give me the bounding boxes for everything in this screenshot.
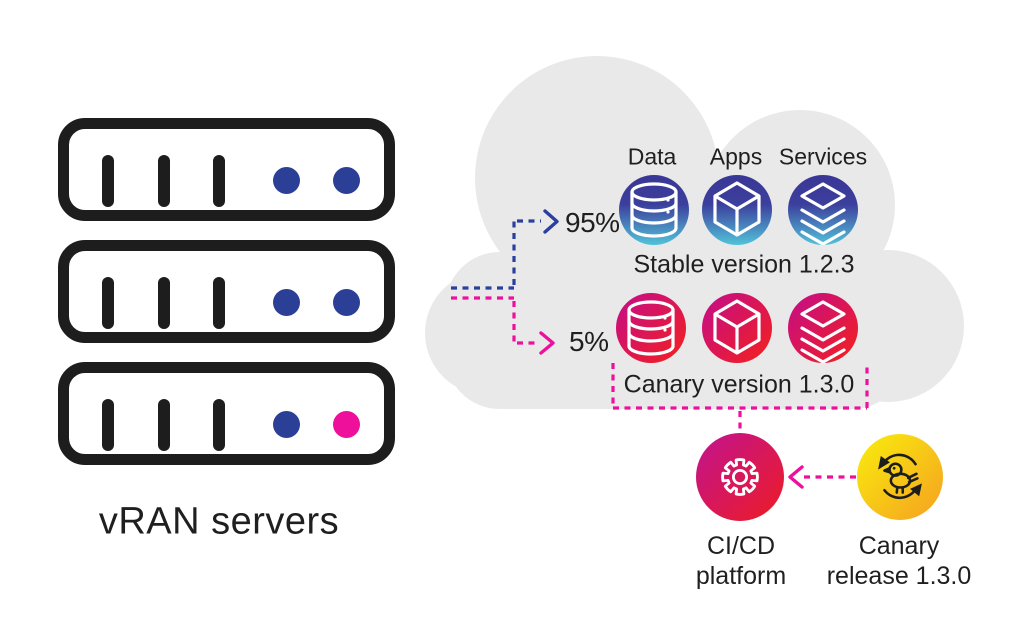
stable-traffic-share: 95% [565,207,620,238]
cube-icon [702,293,772,363]
gear-icon [711,448,769,506]
canary-service-circle [788,293,858,363]
canary-release-label: Canary release 1.3.0 [826,532,972,590]
server-slot [213,399,225,451]
database-icon [616,293,686,363]
server-rack [58,362,395,465]
canary-release-circle [857,434,943,520]
stable-indicator-dot [333,167,360,194]
server-slot [158,399,170,451]
stable-service-circle [788,175,858,245]
canary-service-circle [616,293,686,363]
cicd-platform-circle [696,433,784,521]
servers-caption: vRAN servers [98,500,340,543]
cicd-platform-label: CI/CD platform [695,532,787,590]
database-icon [619,175,689,245]
column-label-services: Services [778,143,868,170]
server-slot [158,277,170,329]
stable-indicator-dot [333,289,360,316]
column-label-apps: Apps [709,143,763,170]
canary-service-circle [702,293,772,363]
canary-bird-icon [868,445,932,509]
server-slot [158,155,170,207]
server-rack [58,118,395,221]
stable-version-label: Stable version 1.2.3 [633,250,855,279]
canary-version-label: Canary version 1.3.0 [623,370,855,399]
canary-indicator-dot [333,411,360,438]
server-slot [102,399,114,451]
stable-indicator-dot [273,411,300,438]
canary-traffic-share: 5% [569,326,609,357]
server-slot [213,277,225,329]
layers-icon [788,175,858,245]
server-rack [58,240,395,343]
server-slot [213,155,225,207]
stable-service-circle [702,175,772,245]
stable-indicator-dot [273,167,300,194]
layers-icon [788,293,858,363]
cube-icon [702,175,772,245]
server-slot [102,277,114,329]
server-slot [102,155,114,207]
stable-indicator-dot [273,289,300,316]
column-label-data: Data [627,143,677,170]
stable-service-circle [619,175,689,245]
